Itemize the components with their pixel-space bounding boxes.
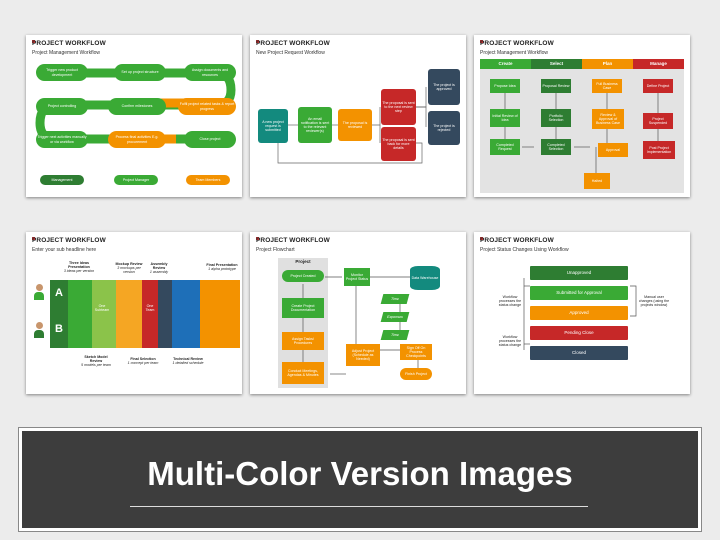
step-box: An email notification is sent to the rel… [298,107,332,143]
slide-subtitle: Project Flowchart [256,247,295,253]
banner-title: Multi-Color Version Images [147,455,573,492]
person-icon [34,322,44,338]
step-box: Proposal Review [541,79,571,93]
step-box: Propose Idea [490,79,520,93]
step-box: Assign Tasks/ Procedures [282,332,324,350]
workflow-connectors [277,87,427,164]
step-box: Confirm milestones [108,98,166,115]
status-box: Approved [530,306,628,320]
step-box: Project Suspended [643,113,673,129]
slide-thumbnail-3[interactable]: PROJECT WORKFLOW Project Management Work… [474,35,690,197]
step-box: Project controlling [36,98,88,115]
bar-label: One Subteam [94,303,110,312]
data-store: Data Warehouse [410,266,440,290]
step-box: Time [380,294,410,304]
phase-header: Create [480,59,531,69]
banner: Multi-Color Version Images [22,431,698,528]
slide-thumbnail-4[interactable]: PROJECT WORKFLOW Enter your sub headline… [26,232,242,394]
workflow-connectors [504,93,659,177]
step-box: The project is rejected [428,111,460,145]
slide-subtitle: Project Status Changes Using Workflow [480,247,569,253]
note-text: Manual user changes (using the projects … [638,294,670,308]
bar-label: One Team [145,303,155,312]
slide-subtitle: New Project Request Workflow [256,50,325,56]
phase-header: Select [531,59,582,69]
slide-subtitle: Project Management Workflow [32,50,100,56]
slide-title: PROJECT WORKFLOW [480,237,554,244]
slide-title: PROJECT WORKFLOW [32,40,106,47]
step-box: Trigger new product development [36,64,88,81]
note-text: Workflow processes the status change [498,294,522,308]
role-legend: Team Members [186,175,230,185]
status-box: Closed [530,346,628,360]
step-box: Expenses [380,312,410,322]
slide-thumbnail-5[interactable]: PROJECT WORKFLOW Project Flowchart Proje… [250,232,466,394]
step-box: Set up project structure [114,64,166,81]
step-box: Trigger next activities manually or via … [36,131,88,148]
step-box: Conduct Meetings, Agendas & Minutes [282,362,324,384]
slide-title: PROJECT WORKFLOW [256,237,330,244]
lane-title: Project [295,259,311,265]
step-box: The project is approved [428,69,460,105]
step-box: Approval [598,143,628,157]
row-label: B [55,322,63,335]
slide-subtitle: Project Management Workflow [480,50,548,56]
step-box: Adjust Project (Schedule as Needed) [346,344,380,366]
slide-subtitle: Enter your sub headline here [32,247,97,253]
step-box: The proposal is reviewed [338,109,372,141]
banner-divider [130,506,588,507]
person-icon [34,284,44,300]
step-box: Fulfil project related tasks & report pr… [178,98,236,115]
slide-thumbnail-2[interactable]: PROJECT WORKFLOW New Project Request Wor… [250,35,466,197]
step-box: Post Project Implementation [643,141,675,159]
step-box: Completed Request [490,139,520,155]
phase-header: Manage [633,59,684,69]
status-box: Unapproved [530,266,628,280]
step-box: Define Project [643,79,673,93]
step-box: Process final activities E.g. procuremen… [108,131,166,148]
step-box: Close project [184,131,236,148]
role-legend: Management [40,175,84,185]
step-box: Initial Review of Idea [490,109,520,127]
step-box: The proposal is sent back for more detai… [381,127,416,161]
step-box: Completed Selection [541,139,571,155]
step-box: Project Created [282,270,324,282]
step-box: Halted [584,173,610,189]
step-box: Sign Off On Process Checkpoints [400,344,432,360]
step-box: Create Project Documentation [282,298,324,318]
step-box: Review & Approval of Business Case [592,109,624,129]
phase-header: Plan [582,59,633,69]
step-box: The proposal is sent to the next review … [381,89,416,125]
status-box: Pending Close [530,326,628,340]
slide-thumbnail-6[interactable]: PROJECT WORKFLOW Project Status Changes … [474,232,690,394]
slide-title: PROJECT WORKFLOW [256,40,330,47]
step-box: Portfolio Selection [541,109,571,127]
status-box: Submitted for Approval [530,286,628,300]
timeline-bars [50,280,240,348]
role-legend: Project Manager [114,175,158,185]
step-box: Monitor Project Status [344,268,370,286]
step-box: Full Business Case [592,79,622,93]
slide-thumbnail-1[interactable]: PROJECT WORKFLOW Project Management Work… [26,35,242,197]
step-box: Finish Project [400,368,432,380]
slide-title: PROJECT WORKFLOW [480,40,554,47]
row-label: A [55,286,63,299]
step-box: A new project request is submitted [258,109,288,143]
step-box: Time [380,330,410,340]
step-box: Assign documents and resources [184,64,236,81]
slide-title: PROJECT WORKFLOW [32,237,106,244]
note-text: Workflow processes the status change [498,334,522,348]
workflow-connectors [35,68,236,144]
